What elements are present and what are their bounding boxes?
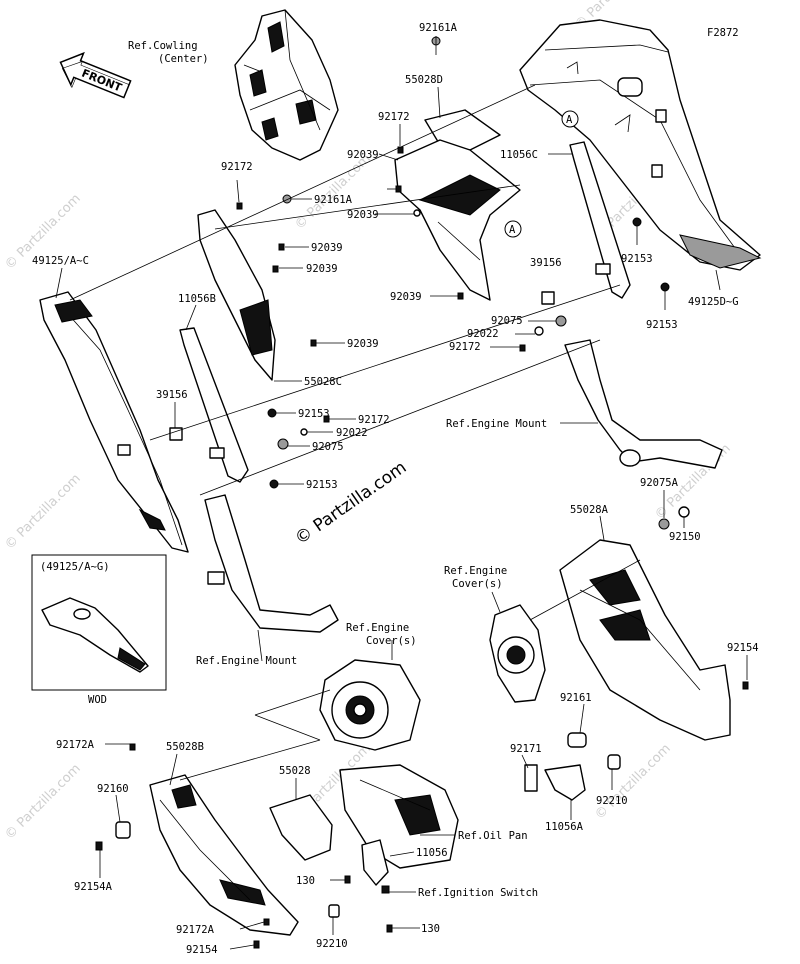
bracket-11056 (361, 839, 389, 886)
figure-code: F2872 (707, 27, 739, 39)
part-number: 92171 (510, 743, 542, 755)
ref-engine-cover-right: Ref.Engine (444, 565, 507, 577)
part-number: 55028 (279, 765, 311, 777)
cowling-center-part (234, 9, 339, 161)
part-number: 49125D~G (688, 296, 739, 308)
part-number: 92172 (378, 111, 410, 123)
part-number: 92153 (306, 479, 338, 491)
part-number: 49125/A~C (32, 255, 89, 267)
grommet-92160 (115, 821, 131, 839)
part-number: 92022 (467, 328, 499, 340)
part-number: 92154 (727, 642, 759, 654)
part-number: 92153 (621, 253, 653, 265)
part-number: 55028B (166, 741, 204, 753)
side-fairing-right (519, 19, 762, 271)
under-cowl-55028b (149, 774, 299, 936)
center-watermark: © Partzilla.com (291, 457, 410, 549)
circle-marker-a: A (561, 110, 579, 128)
watermark: © Partzilla.com (2, 471, 84, 553)
part-number: 92210 (596, 795, 628, 807)
bracket-11056c (541, 141, 631, 305)
circle-marker-a: A (504, 220, 522, 238)
part-number: 11056B (178, 293, 216, 305)
front-arrow: FRONT (59, 51, 132, 99)
leader-lines (55, 36, 748, 950)
ref-engine-mount-right: Ref.Engine Mount (446, 418, 547, 430)
svg-text:A: A (509, 224, 516, 236)
part-number: 92161A (419, 22, 458, 34)
bracket-55028 (269, 794, 333, 861)
part-number: 92075 (312, 441, 344, 453)
part-number: 11056A (545, 821, 584, 833)
part-number: 92160 (97, 783, 129, 795)
inset-title: (49125/A~G) (40, 561, 110, 573)
part-number: 92154A (74, 881, 113, 893)
inner-panel-55028c (197, 209, 276, 381)
ref-engine-cover-bottom: Cover(s) (366, 635, 417, 647)
part-number: 92039 (347, 209, 379, 221)
part-number: 92172A (176, 924, 215, 936)
part-number: 92161A (314, 194, 353, 206)
part-number: 92039 (311, 242, 343, 254)
part-number: 55028A (570, 504, 609, 516)
inset-box: (49125/A~G) WOD (31, 554, 167, 706)
part-number: 92153 (646, 319, 678, 331)
side-fairing-left (39, 291, 189, 553)
part-number: 92161 (560, 692, 592, 704)
part-number: 92172 (221, 161, 253, 173)
part-labels: 92161A 55028D 92172 92039 92039 11056C 9… (32, 22, 759, 956)
ref-engine-cover-bottom: Ref.Engine (346, 622, 409, 634)
part-number: 92172A (56, 739, 95, 751)
part-number: 55028D (405, 74, 443, 86)
svg-text:A: A (566, 114, 573, 126)
engine-cover-right (489, 604, 546, 703)
engine-cover-bottom (319, 659, 421, 751)
part-number: 39156 (530, 257, 562, 269)
bracket-11056b (169, 327, 249, 483)
part-number: 130 (421, 923, 440, 935)
ref-cowling-center: (Center) (158, 53, 209, 65)
part-number: 11056C (500, 149, 538, 161)
ref-cowling-center: Ref.Cowling (128, 40, 198, 52)
part-number: 39156 (156, 389, 188, 401)
ref-engine-cover-right: Cover(s) (452, 578, 503, 590)
inset-caption: WOD (88, 694, 107, 706)
lower-cover-55028a (559, 539, 731, 741)
reference-labels: Ref.Cowling (Center) Ref.Engine Mount Re… (128, 40, 547, 899)
part-number: 92172 (358, 414, 390, 426)
bracket-11056a (524, 732, 621, 801)
inner-panel-55028d (394, 109, 521, 301)
part-number: 55028C (304, 376, 342, 388)
part-number: 92022 (336, 427, 368, 439)
part-number: 92075 (491, 315, 523, 327)
part-number: 92172 (449, 341, 481, 353)
ref-engine-mount-left: Ref.Engine Mount (196, 655, 297, 667)
watermark: © Partzilla.com (592, 741, 674, 823)
part-number: 130 (296, 875, 315, 887)
engine-mount-right (564, 339, 723, 469)
part-number: 92039 (390, 291, 422, 303)
part-number: 11056 (416, 847, 448, 859)
part-number: 92150 (669, 531, 701, 543)
watermark: © Partzilla.com (2, 761, 84, 843)
part-number: 92039 (347, 338, 379, 350)
engine-mount-left (204, 494, 339, 633)
ref-ignition-switch: Ref.Ignition Switch (418, 887, 538, 899)
part-number: 92075A (640, 477, 679, 489)
part-number: 92039 (347, 149, 379, 161)
ref-oil-pan: Ref.Oil Pan (458, 830, 528, 842)
part-number: 92154 (186, 944, 218, 956)
part-number: 92039 (306, 263, 338, 275)
part-number: 92153 (298, 408, 330, 420)
part-number: 92210 (316, 938, 348, 950)
